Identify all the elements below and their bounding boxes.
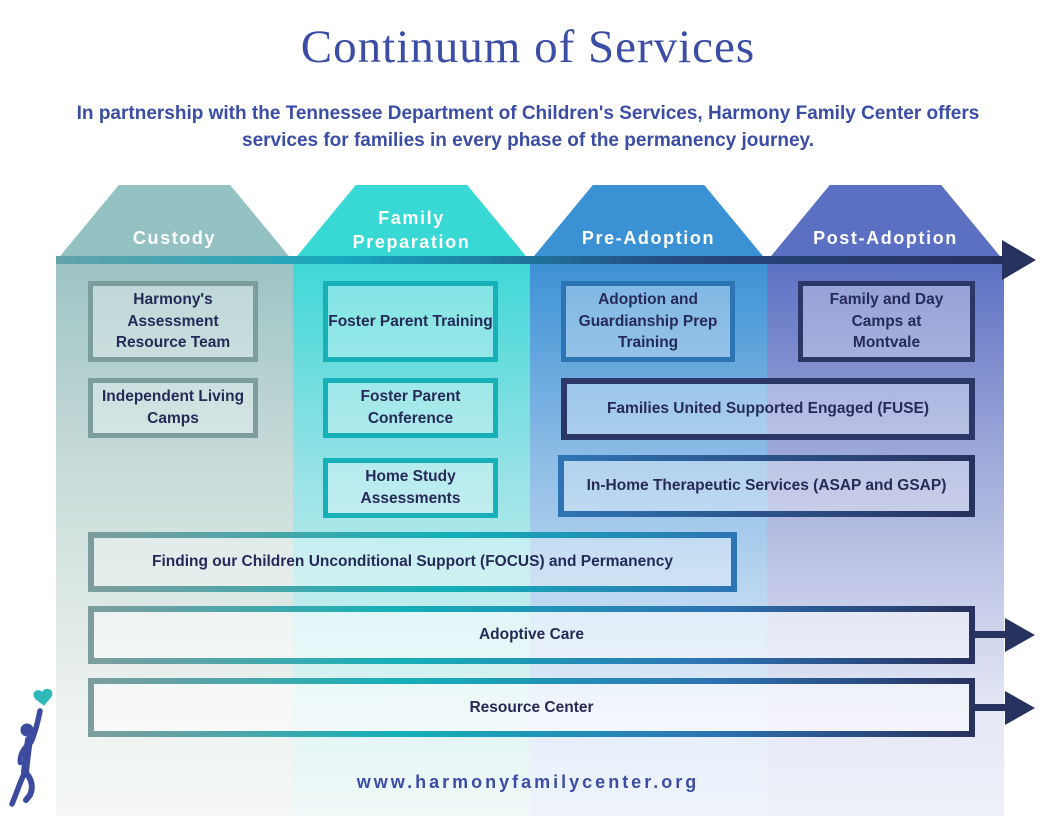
phase-header-post-adoption: Post-Adoption — [767, 185, 1004, 261]
service-box-adoption-guardianship-prep-training: Adoption and Guardianship Prep Training — [561, 281, 735, 362]
service-label: Family and Day Camps at Montvale — [829, 290, 944, 352]
timeline-arrow-shaft — [56, 256, 1006, 264]
timeline-arrow-head-icon — [1002, 240, 1036, 280]
service-box-harmonys-assessment-resource-team: Harmony's Assessment Resource Team — [88, 281, 258, 362]
service-label: In-Home Therapeutic Services (ASAP and G… — [586, 477, 947, 495]
service-box-foster-parent-conference: Foster Parent Conference — [323, 378, 498, 438]
service-label: Independent Living Camps — [101, 388, 245, 427]
service-box-family-day-camps-montvale: Family and Day Camps at Montvale — [798, 281, 975, 362]
heart-icon — [33, 688, 53, 706]
resource-center-arrow-shaft — [975, 704, 1007, 711]
phase-label: Post-Adoption — [813, 227, 958, 248]
service-label: Finding our Children Unconditional Suppo… — [152, 553, 673, 571]
service-box-foster-parent-training: Foster Parent Training — [323, 281, 498, 362]
service-label: Resource Center — [469, 698, 594, 716]
resource-center-arrow-head-icon — [1005, 691, 1035, 725]
service-box-focus-permanency: Finding our Children Unconditional Suppo… — [88, 532, 737, 592]
service-label: Families United Supported Engaged (FUSE) — [606, 400, 930, 418]
service-label: Foster Parent Conference — [360, 388, 461, 427]
phase-header-custody: Custody — [56, 185, 293, 261]
service-box-adoptive-care: Adoptive Care — [88, 606, 975, 664]
phase-header-pre-adoption: Pre-Adoption — [530, 185, 767, 261]
service-box-in-home-therapeutic-services: In-Home Therapeutic Services (ASAP and G… — [558, 455, 975, 517]
service-box-fuse: Families United Supported Engaged (FUSE) — [561, 378, 975, 440]
service-label: Harmony's Assessment Resource Team — [115, 290, 231, 352]
service-label: Adoptive Care — [478, 626, 585, 644]
phase-header-family-preparation: Family Preparation — [293, 185, 530, 261]
service-box-home-study-assessments: Home Study Assessments — [323, 458, 498, 518]
person-figure-icon — [9, 708, 43, 807]
service-box-independent-living-camps: Independent Living Camps — [88, 378, 258, 438]
phase-label: Custody — [132, 227, 217, 248]
adoptive-care-arrow-shaft — [975, 631, 1007, 638]
continuum-diagram: Custody Family Preparation Pre-Adoption … — [56, 185, 1036, 816]
service-box-resource-center: Resource Center — [88, 678, 975, 737]
phase-label: Family Preparation — [352, 208, 471, 252]
adoptive-care-arrow-head-icon — [1005, 618, 1035, 652]
website-url: www.harmonyfamilycenter.org — [356, 772, 700, 792]
subtitle: In partnership with the Tennessee Depart… — [76, 103, 980, 151]
service-label: Foster Parent Training — [328, 312, 493, 330]
page-title: Continuum of Services — [300, 21, 756, 73]
harmony-family-center-logo — [9, 688, 53, 807]
service-label: Home Study Assessments — [360, 468, 461, 507]
service-label: Adoption and Guardianship Prep Training — [578, 290, 718, 352]
phase-label: Pre-Adoption — [581, 227, 716, 248]
